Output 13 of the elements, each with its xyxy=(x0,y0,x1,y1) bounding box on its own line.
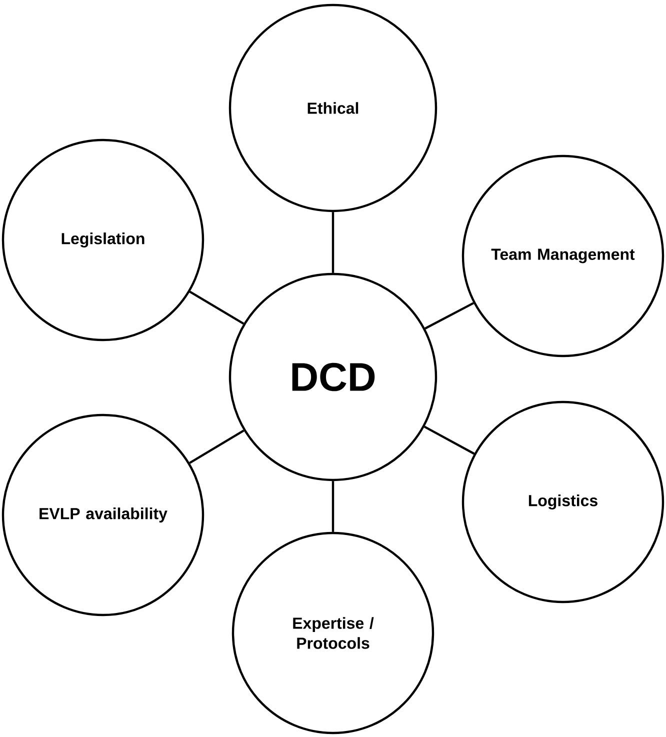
connector-line xyxy=(332,481,334,532)
circle-node: Expertise / Protocols xyxy=(232,532,434,734)
circle-node: Legislation xyxy=(2,138,204,342)
connector-line xyxy=(424,426,475,455)
circle-node: Ethical xyxy=(228,4,438,212)
connector-line xyxy=(332,212,334,273)
circle-node: Logistics xyxy=(462,400,664,604)
circle-node: EVLP availability xyxy=(2,414,204,616)
connector-line xyxy=(189,430,244,464)
circle-node: DCD xyxy=(228,272,438,482)
circle-node: Team Management xyxy=(462,154,664,358)
connector-line xyxy=(189,290,244,325)
connector-line xyxy=(424,302,474,330)
